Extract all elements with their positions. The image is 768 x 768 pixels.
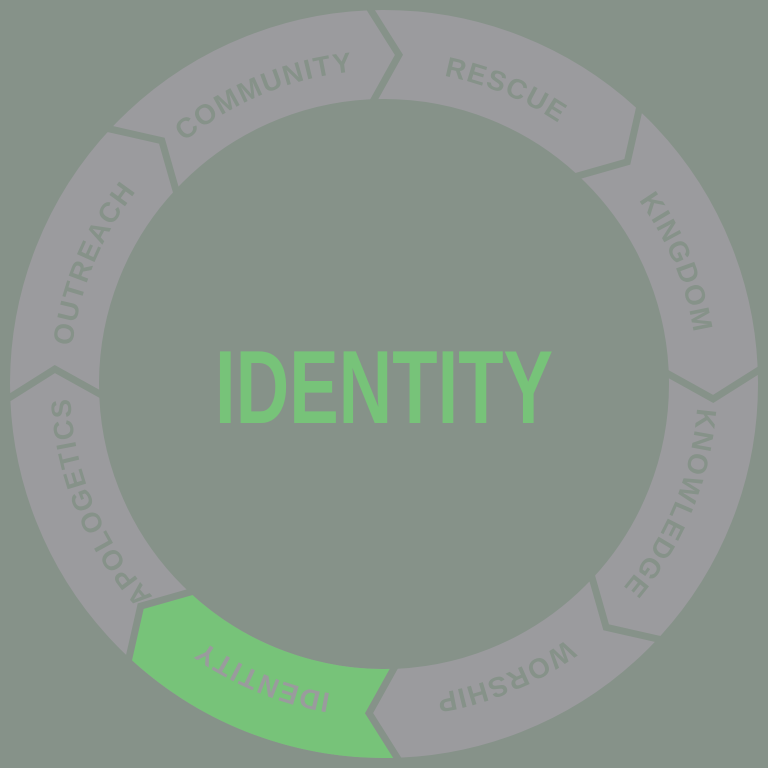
segment-highlight-identity: [129, 593, 399, 758]
segment-divider-chevron: [125, 588, 193, 661]
segment-divider-chevron: [665, 366, 762, 404]
segment-divider-chevron: [575, 107, 643, 180]
segment-divider-chevron: [588, 575, 661, 643]
segment-divider-chevron: [107, 125, 180, 193]
center-label: IDENTITY: [215, 330, 553, 446]
segment-divider-chevron: [364, 665, 402, 762]
wheel-ring: [10, 10, 758, 758]
segment-divider-chevron: [366, 6, 404, 103]
segment-divider-chevron: [6, 364, 103, 402]
